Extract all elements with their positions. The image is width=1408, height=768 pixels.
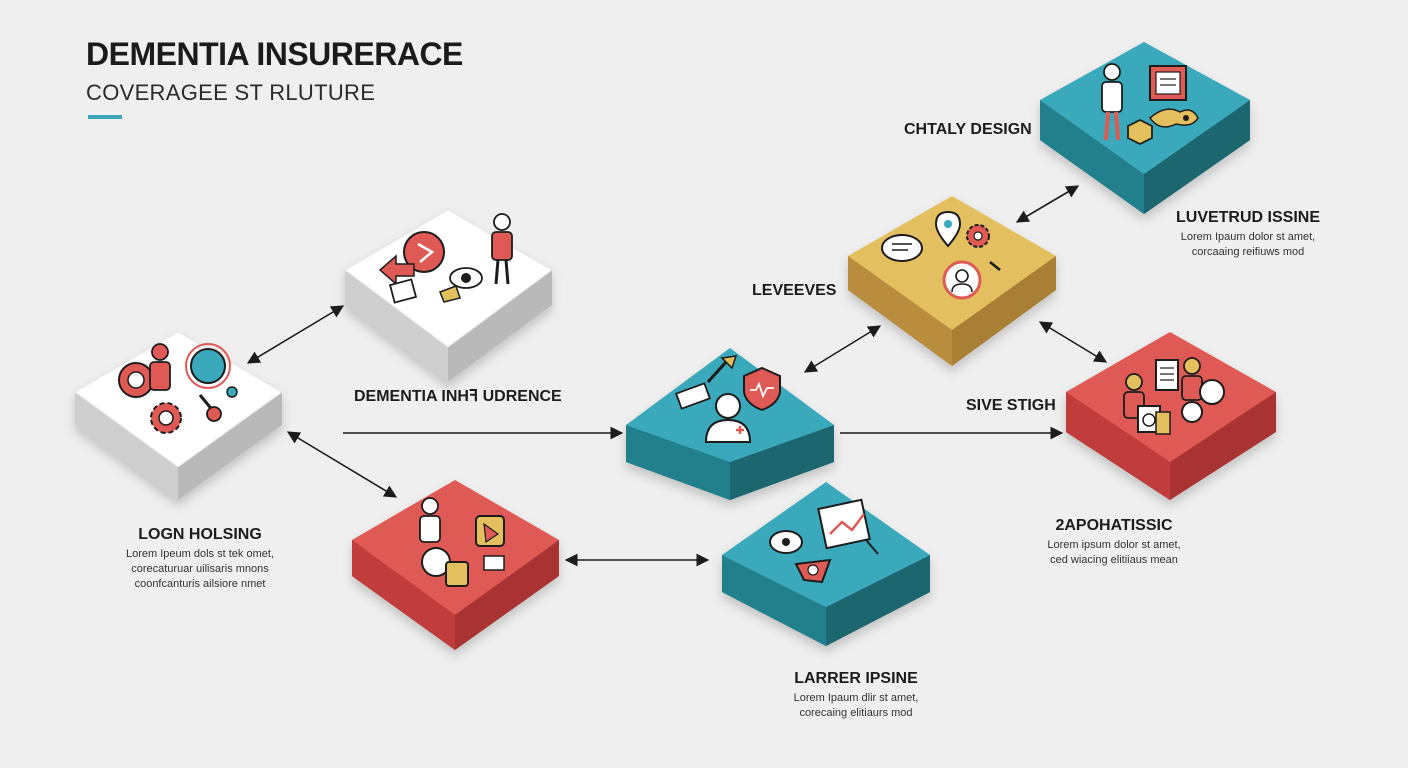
- speech-bubble-icon: [403, 231, 445, 273]
- caption-line: ced wiacing elitiiaus mean: [1050, 554, 1178, 566]
- icons-white-top: [378, 213, 513, 304]
- label-leveeves: LEVEEVES: [752, 282, 837, 299]
- speech-bubble-icon: [881, 234, 923, 262]
- block-teal-top-right: [1040, 42, 1250, 214]
- icons-white-left: [118, 343, 238, 434]
- location-pin-icon: [934, 210, 962, 248]
- caption-title: LARRER IPSINE: [794, 670, 918, 687]
- gear-icon: [966, 224, 990, 248]
- eye-icon: [439, 267, 483, 303]
- arrow-center-to-yellow: [803, 325, 882, 373]
- chart-board-icon: [817, 498, 879, 555]
- page-title: DEMENTIA INSURERACE: [86, 36, 463, 72]
- document-icon: [675, 382, 711, 410]
- document-icon: [388, 278, 418, 304]
- caption-title: LOGN HOLSING: [138, 526, 262, 543]
- package-icon: [1127, 118, 1153, 146]
- key-icon: [1148, 108, 1199, 128]
- pen-icon: [706, 355, 738, 384]
- icons-red-right: [1123, 357, 1225, 435]
- arrow-left-to-bottom: [286, 431, 398, 498]
- caption-apohatissic: 2APOHATISSIC Lorem ipsum dolor st amet, …: [1024, 517, 1204, 568]
- caption-title: 2APOHATISSIC: [1055, 517, 1173, 534]
- speaker-icon: [1137, 405, 1171, 435]
- wrench-icon: [198, 386, 238, 422]
- gear-icon: [150, 402, 182, 434]
- caption-larrer-ipsine: LARRER IPSINE Lorem Ipaum dlir st amet, …: [766, 670, 946, 721]
- caption-line: Lorem Ipaum dolor st amet,: [1180, 231, 1316, 243]
- caption-title: LUVETRUD ISSINE: [1175, 209, 1320, 226]
- caption-line: corecaing elitiaurs mod: [799, 707, 913, 719]
- globe-icon: [190, 348, 226, 384]
- caption-luvetrud-issine: LUVETRUD ISSINE Lorem Ipaum dolor st ame…: [1158, 209, 1338, 260]
- caption-line: Lorem Ipaum dlir st amet,: [793, 692, 919, 704]
- globe-icon: [1199, 379, 1225, 405]
- caption-logn-holsing: LOGN HOLSING Lorem Ipeum dols st tek ome…: [100, 526, 300, 592]
- caption-line: coonfcanturis ailsiore nmet: [134, 578, 266, 590]
- caption-line: corcaaing reifiuws mod: [1191, 246, 1305, 258]
- block-teal-center: [626, 348, 834, 500]
- magnifier-icon: [942, 260, 1001, 300]
- icons-teal-center: [675, 355, 781, 443]
- page-subtitle: COVERAGEE ST RLUTURE: [86, 80, 376, 105]
- block-red-bottom-left: [352, 480, 559, 650]
- arrow-left-to-top: [246, 305, 345, 364]
- person-icon: [704, 393, 752, 443]
- lock-icon: [445, 561, 469, 587]
- caption-line: Lorem ipsum dolor st amet,: [1047, 539, 1181, 551]
- block-yellow-mid: [848, 196, 1056, 366]
- arrow-yellow-to-topright: [1015, 185, 1080, 223]
- medal-icon: [794, 558, 832, 584]
- label-sive-stigh: SIVE STIGH: [966, 397, 1056, 414]
- label-dementia-incidence: DEMENTIA INHꟻ UDRENCE: [354, 388, 562, 405]
- document-icon: [1155, 359, 1179, 391]
- connectors: [246, 185, 1108, 567]
- caption-line: Lorem Ipeum dols st tek omet,: [126, 548, 274, 560]
- people-icon: [1123, 357, 1203, 419]
- person-icon: [149, 343, 171, 391]
- speech-bubble-icon: [769, 530, 803, 554]
- caption-line: corecaturuar uilisaris mnons: [131, 563, 269, 575]
- person-icon: [1101, 63, 1123, 141]
- label-chtaly-design: CHTALY DESIGN: [904, 121, 1032, 138]
- shield-heart-icon: [743, 366, 781, 412]
- title-accent-bar: [88, 115, 122, 119]
- icons-yellow-mid: [881, 210, 1001, 300]
- block-red-right: [1066, 332, 1276, 500]
- icons-teal-bottom: [769, 498, 879, 584]
- icons-red-bottom-left: [419, 497, 505, 587]
- icons-teal-top-right: [1101, 63, 1199, 146]
- arrow-yellow-to-redright: [1038, 321, 1108, 363]
- document-board-icon: [1149, 65, 1187, 101]
- person-icon: [491, 213, 513, 285]
- person-icon: [419, 497, 441, 543]
